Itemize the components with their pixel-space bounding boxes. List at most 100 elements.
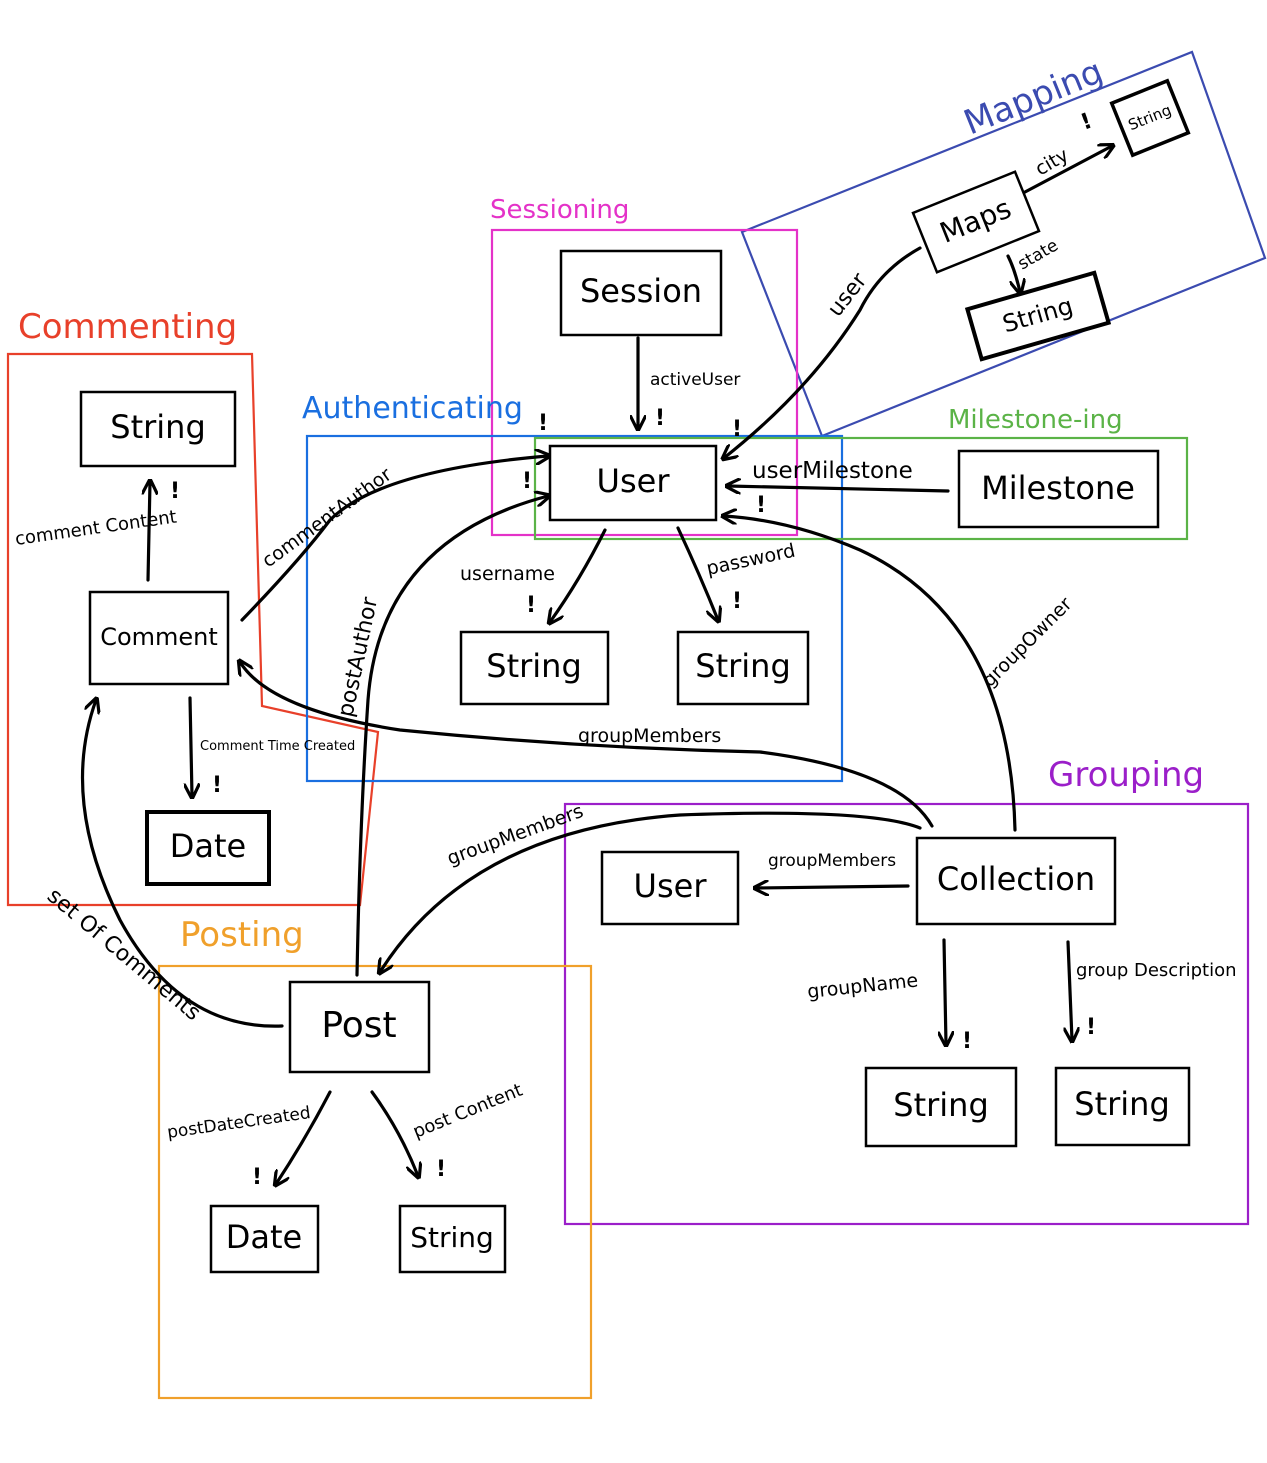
- label-maps-user: user: [823, 268, 873, 322]
- region-milestoning: Milestone-ing: [533, 405, 1189, 541]
- label-comment-time-created: Comment Time Created: [200, 739, 355, 754]
- node-collection-label: Collection: [937, 860, 1095, 898]
- node-group-user: User: [600, 850, 740, 926]
- region-grouping: Grouping: [563, 755, 1250, 1226]
- label-group-description: group Description: [1076, 960, 1237, 981]
- node-post-date-label: Date: [226, 1218, 302, 1256]
- node-maps-city-string: String: [1109, 78, 1191, 158]
- region-sessioning: Sessioning: [490, 195, 799, 537]
- label-post-content: post Content: [410, 1080, 526, 1143]
- mark-active-user: !: [655, 406, 665, 431]
- edge-comment-author: [240, 456, 548, 622]
- node-collection: Collection: [915, 836, 1117, 926]
- node-comment: Comment: [88, 590, 230, 686]
- label-group-members-user: groupMembers: [768, 851, 896, 871]
- edge-group-owner: [724, 516, 1017, 832]
- node-post-label: Post: [321, 1005, 396, 1046]
- node-comment-label: Comment: [100, 623, 218, 651]
- edge-post-date-created: [276, 1090, 332, 1184]
- commenting-title: Commenting: [18, 307, 237, 347]
- node-milestone: Milestone: [957, 449, 1160, 529]
- node-group-user-label: User: [634, 867, 708, 905]
- node-comment-content-string-label: String: [110, 408, 206, 446]
- mark-group-name: !: [962, 1029, 972, 1054]
- label-comment-content: comment Content: [14, 506, 178, 549]
- edge-group-description: [1068, 940, 1072, 1040]
- node-maps: Maps: [911, 170, 1041, 274]
- edge-set-of-comments: [80, 700, 284, 1028]
- node-auth-password-string-label: String: [695, 647, 791, 685]
- region-commenting: Commenting: [6, 307, 380, 907]
- sessioning-border: [490, 228, 799, 537]
- edge-group-name: [944, 938, 946, 1044]
- mark-auth-user-top-left: !: [538, 411, 548, 436]
- edge-state: [1006, 254, 1020, 292]
- edges: [80, 146, 1113, 1184]
- label-password: password: [704, 540, 797, 580]
- region-posting: Posting: [157, 915, 593, 1400]
- posting-border: [157, 964, 593, 1400]
- mark-password: !: [732, 589, 742, 614]
- region-authenticating: Authenticating: [302, 391, 844, 783]
- milestoning-title: Milestone-ing: [948, 405, 1123, 435]
- node-comment-date: Date: [145, 810, 271, 886]
- edge-password: [676, 526, 718, 620]
- node-user-auth: User: [548, 444, 718, 522]
- node-milestone-label: Milestone: [981, 469, 1135, 507]
- mark-auth-user-top-right: !: [732, 417, 742, 442]
- grouping-border: [563, 802, 1250, 1226]
- milestoning-border: [533, 436, 1189, 541]
- label-group-members-comment: groupMembers: [578, 725, 721, 747]
- edge-comment-content: [148, 482, 150, 582]
- edge-comment-time-created: [190, 696, 192, 796]
- grouping-title: Grouping: [1048, 755, 1204, 795]
- edge-city: [1023, 146, 1112, 194]
- edge-group-members-comment: [240, 662, 934, 828]
- authenticating-title: Authenticating: [302, 391, 523, 426]
- node-group-description-string: String: [1054, 1066, 1191, 1147]
- edge-maps-user: [724, 246, 922, 458]
- node-session-label: Session: [580, 272, 702, 310]
- label-city: city: [1032, 144, 1073, 180]
- node-group-name-string: String: [864, 1066, 1018, 1148]
- mark-comment-time-created: !: [212, 773, 222, 798]
- label-state: state: [1015, 235, 1062, 274]
- posting-title: Posting: [180, 915, 304, 955]
- sessioning-title: Sessioning: [490, 195, 629, 225]
- edge-group-members-post: [380, 811, 922, 972]
- mark-group-description: !: [1086, 1015, 1096, 1040]
- node-maps-state-string: String: [964, 270, 1112, 362]
- mark-user-milestone: !: [756, 493, 766, 518]
- node-post: Post: [288, 980, 431, 1074]
- node-post-date: Date: [209, 1204, 320, 1274]
- edge-group-members-user: [756, 886, 910, 888]
- commenting-border: [6, 352, 380, 907]
- node-auth-username-string: String: [459, 630, 610, 706]
- authenticating-border: [305, 434, 844, 783]
- multiplicity-marks: ! ! ! ! ! ! ! ! ! ! ! ! ! !: [170, 109, 1096, 1190]
- label-post-date-created: postDateCreated: [166, 1103, 312, 1143]
- mark-city: !: [1078, 109, 1096, 136]
- mapping-border: [740, 50, 1267, 438]
- label-username: username: [460, 563, 555, 585]
- node-post-content-string: String: [398, 1204, 507, 1274]
- edge-post-author: [355, 496, 548, 977]
- node-auth-password-string: String: [676, 630, 810, 706]
- node-session: Session: [559, 249, 723, 337]
- label-active-user: activeUser: [650, 370, 740, 390]
- node-group-description-string-label: String: [1074, 1085, 1170, 1123]
- edge-user-milestone: [728, 486, 950, 491]
- node-post-content-string-label: String: [410, 1221, 494, 1254]
- label-comment-author: commentAuthor: [258, 463, 396, 572]
- node-auth-username-string-label: String: [486, 647, 582, 685]
- node-comment-date-label: Date: [170, 827, 246, 865]
- node-group-name-string-label: String: [893, 1086, 989, 1124]
- node-user-auth-label: User: [597, 462, 671, 500]
- edge-post-content: [370, 1090, 418, 1176]
- mark-comment-content: !: [170, 479, 180, 504]
- edge-username: [550, 528, 607, 622]
- label-group-name: groupName: [806, 969, 919, 1003]
- mark-post-content: !: [436, 1157, 446, 1182]
- mark-post-date-created: !: [252, 1165, 262, 1190]
